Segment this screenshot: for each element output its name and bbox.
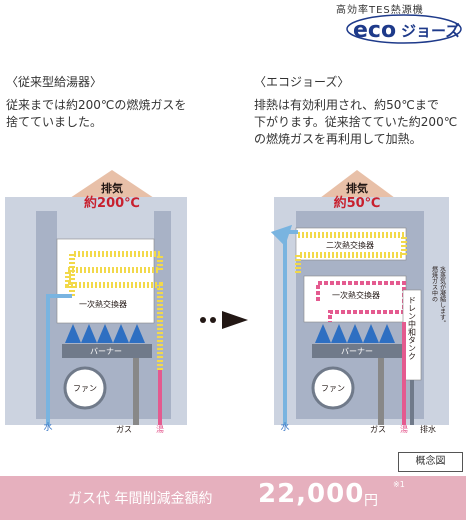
savings-banner bbox=[0, 476, 466, 520]
left-cold-water-pipe bbox=[46, 294, 72, 425]
left-burner-flames bbox=[65, 324, 145, 343]
right-drain-label: 排水 bbox=[420, 424, 436, 434]
left-fan-label: ファン bbox=[73, 384, 97, 393]
svg-text:ジョーズ: ジョーズ bbox=[401, 22, 460, 40]
savings-unit: 円 bbox=[364, 493, 378, 509]
ecojozu-unit bbox=[270, 170, 449, 425]
left-hot-label: 湯 bbox=[156, 424, 164, 434]
right-primary-label: 一次熱交換器 bbox=[332, 290, 380, 300]
conceptual-diagram-badge: 概念図 bbox=[398, 452, 463, 472]
savings-footnote: ※1 bbox=[393, 480, 405, 489]
transition-arrow bbox=[200, 311, 248, 329]
right-secondary-label: 二次熱交換器 bbox=[326, 240, 374, 250]
left-exhaust-duct bbox=[57, 211, 154, 239]
right-description-line1: 排熱は有効利用され、約50℃まで bbox=[254, 98, 439, 112]
conventional-heater-unit bbox=[5, 170, 187, 425]
ecojozu-logo: eco ジョーズ bbox=[346, 14, 462, 44]
right-burner-flames bbox=[315, 324, 395, 343]
right-cold-water-pipe bbox=[270, 224, 298, 425]
right-note-line2: 水蒸気が凝縮します。 bbox=[439, 265, 446, 326]
right-hot-label: 湯 bbox=[400, 424, 408, 434]
left-fan bbox=[63, 366, 107, 410]
left-title: 〈従来型給湯器〉 bbox=[6, 75, 103, 89]
right-note-line1: 燃焼ガス中の bbox=[431, 265, 438, 302]
left-burner-label: バーナー bbox=[90, 347, 122, 356]
left-description-line1: 従来までは約200℃の燃焼ガスを bbox=[6, 98, 187, 112]
brand-subtitle: 高効率TES熱源機 bbox=[336, 5, 424, 16]
svg-text:eco: eco bbox=[353, 18, 396, 43]
left-burner-bar bbox=[62, 344, 152, 358]
right-description-line3: の燃焼ガスを再利用して加熱。 bbox=[254, 132, 422, 146]
savings-label: ガス代 年間削減金額約 bbox=[68, 491, 213, 507]
right-fan bbox=[311, 366, 355, 410]
left-exchanger-label: 一次熱交換器 bbox=[79, 299, 127, 309]
right-gas-label: ガス bbox=[370, 424, 386, 434]
right-title: 〈エコジョーズ〉 bbox=[254, 75, 350, 89]
right-burner-label: バーナー bbox=[341, 347, 373, 356]
right-description-line2: 下がります。従来捨てていた約200℃ bbox=[254, 115, 458, 129]
savings-amount: 22,000 bbox=[258, 479, 365, 509]
right-water-label: 水 bbox=[280, 421, 289, 433]
right-exhaust-label: 排気 bbox=[346, 181, 368, 195]
right-primary-coil bbox=[316, 281, 406, 322]
right-secondary-coil bbox=[295, 232, 407, 275]
left-gas-label: ガス bbox=[116, 424, 132, 434]
right-burner-bar bbox=[312, 344, 402, 358]
left-exhaust-temp: 約200℃ bbox=[84, 195, 140, 211]
comparison-diagram: 排気 約200℃ 一次熱交換器 バーナー ファン 水 ガス 湯 排気 約50℃ … bbox=[5, 170, 449, 434]
left-exchanger-box bbox=[56, 238, 155, 324]
right-exhaust-temp: 約50℃ bbox=[334, 195, 381, 211]
right-drain-tank-label: ドレン中和タンク bbox=[408, 296, 417, 360]
right-fan-label: ファン bbox=[321, 384, 345, 393]
left-water-label: 水 bbox=[43, 421, 52, 433]
left-hot-water-coil bbox=[65, 251, 163, 370]
left-description-line2: 捨てていました。 bbox=[6, 115, 103, 129]
left-exhaust-label: 排気 bbox=[101, 181, 123, 195]
